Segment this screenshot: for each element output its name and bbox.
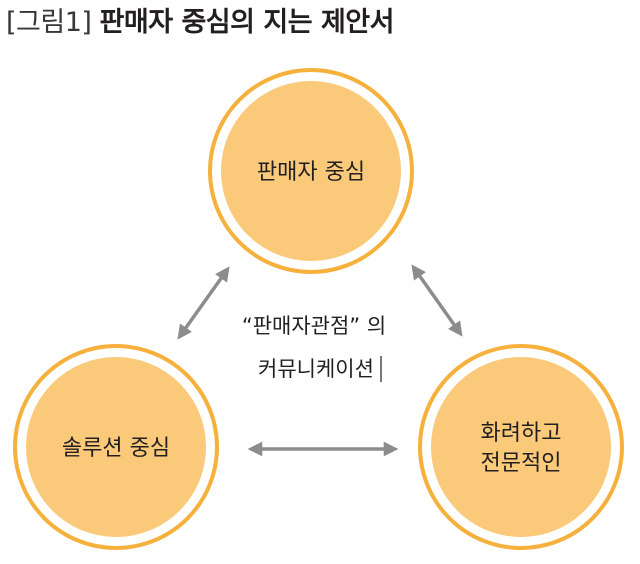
- node-circle: [221, 81, 401, 261]
- node-ring: [13, 344, 219, 550]
- node-solution-centric: 솔루션 중심: [13, 344, 219, 550]
- node-label-line2: 전문적인: [481, 451, 562, 476]
- node-circle: [26, 357, 206, 537]
- node-label: 솔루션 중심: [62, 436, 170, 461]
- center-label-line2: 커뮤니케이션: [258, 357, 374, 381]
- node-label-line1: 화려하고: [481, 421, 562, 446]
- center-label-line1: “판매자관점” 의: [242, 314, 386, 338]
- figure-title-text: 판매자 중심의 지는 제안서: [99, 7, 395, 38]
- node-ring: [208, 68, 414, 274]
- node-flashy-professional: 화려하고 전문적인: [418, 344, 624, 550]
- node-seller-centric: 판매자 중심: [208, 68, 414, 274]
- node-ring: [418, 344, 624, 550]
- node-label: 판매자 중심: [257, 160, 365, 185]
- arrow-top-left: [177, 266, 230, 340]
- arrow-top-right: [411, 264, 463, 337]
- figure-number: [그림1]: [6, 7, 92, 38]
- figure-title: [그림1] 판매자 중심의 지는 제안서: [6, 6, 394, 40]
- node-circle: [431, 357, 611, 537]
